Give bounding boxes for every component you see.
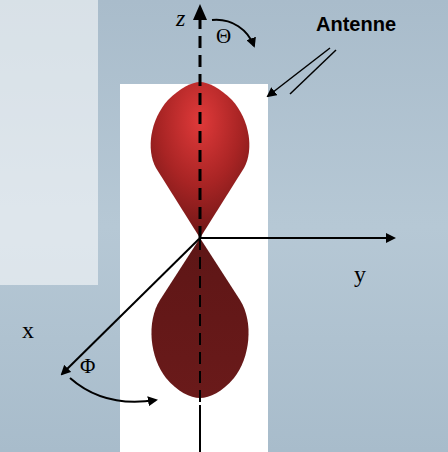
z-axis bbox=[199, 16, 202, 238]
leader-line bbox=[268, 48, 330, 96]
z-axis-tail bbox=[199, 405, 201, 452]
axis-label: x bbox=[22, 318, 34, 342]
side-panel bbox=[0, 0, 98, 285]
z-axis-lower bbox=[199, 238, 201, 452]
callout-label: Antenne bbox=[316, 14, 396, 34]
z-arrowhead bbox=[193, 4, 207, 20]
phi-arc bbox=[70, 378, 156, 402]
theta-arc bbox=[212, 20, 254, 46]
x-axis bbox=[62, 238, 200, 374]
angle-label: Φ bbox=[80, 356, 95, 377]
angle-label: Θ bbox=[216, 26, 231, 47]
axis-label: z bbox=[176, 6, 185, 30]
leader-line bbox=[290, 50, 336, 94]
y-axis bbox=[200, 237, 394, 239]
axis-label: y bbox=[354, 262, 366, 286]
